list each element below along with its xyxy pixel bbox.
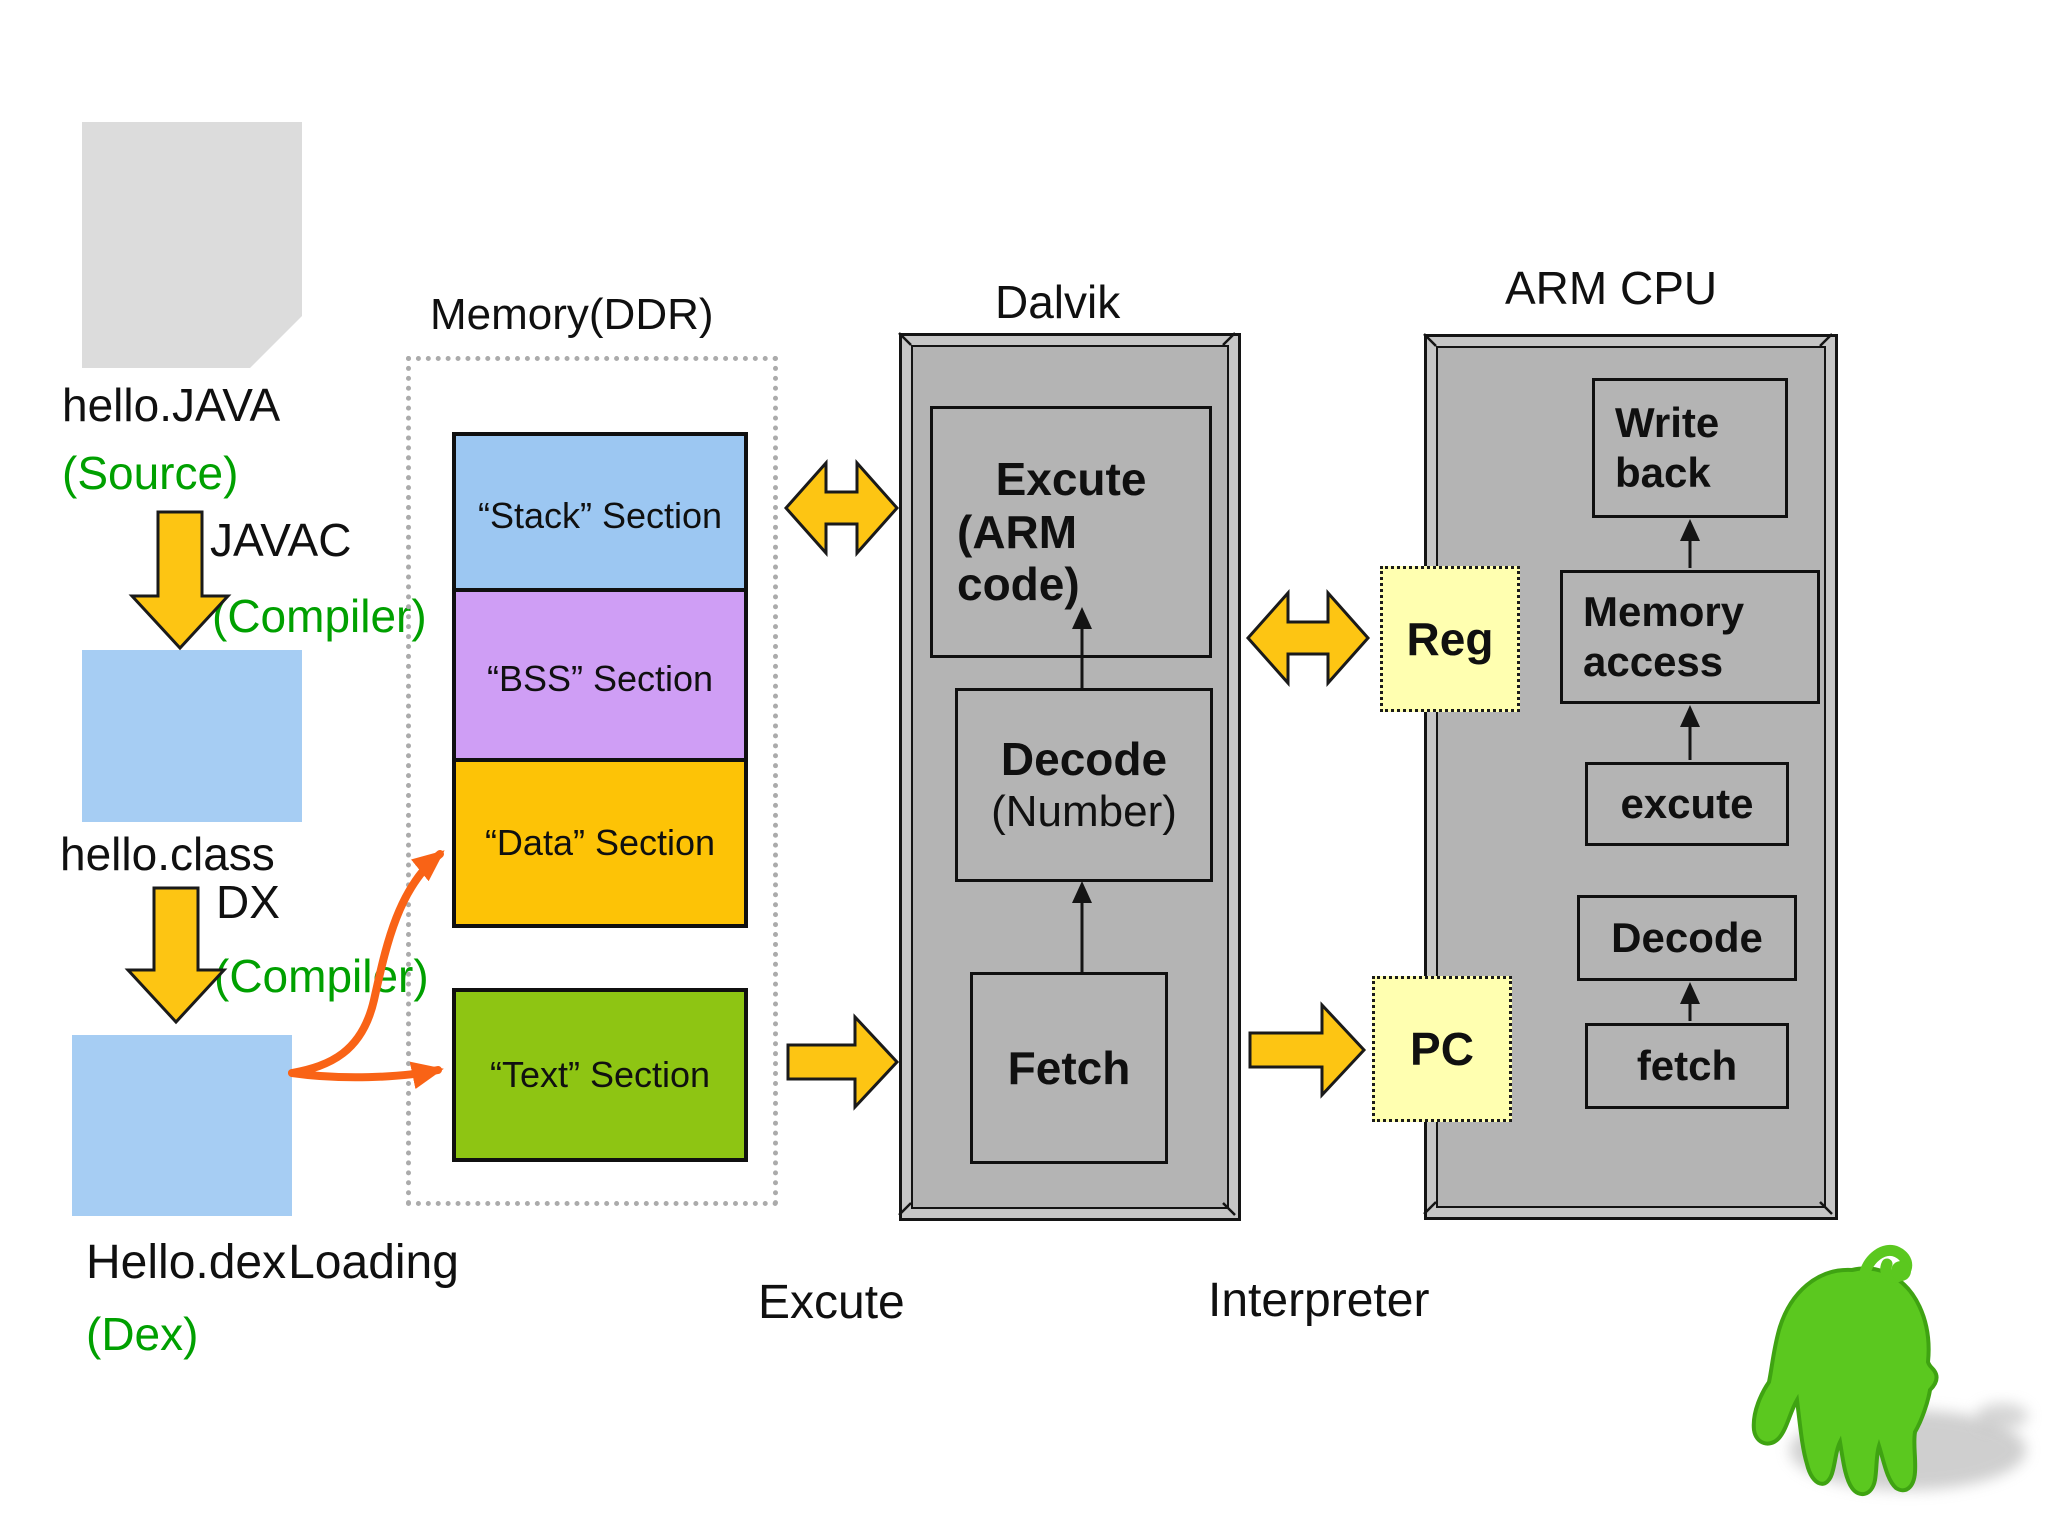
dalvik-decode-stage: Decode (Number) (955, 688, 1213, 882)
javac-tool-label: JAVAC (210, 514, 352, 566)
dx-tool-label: DX (216, 876, 280, 928)
dalvik-title: Dalvik (995, 276, 1121, 328)
dx-kind-label: (Compiler) (214, 950, 429, 1002)
cpu-title: ARM CPU (1505, 262, 1718, 314)
cpu-memory-access-stage: Memory access (1560, 570, 1820, 704)
source-file-name: hello.JAVA (62, 379, 281, 431)
cpu-writeback-line2: back (1615, 449, 1711, 496)
class-file-name: hello.class (60, 828, 275, 880)
cpu-fetch-stage: fetch (1585, 1023, 1789, 1109)
dalvik-execute-line1: Excute (995, 453, 1147, 506)
dex-file-name: Hello.dex (86, 1236, 287, 1289)
memory-section-text: “Text” Section (452, 988, 748, 1162)
dex-file-kind: (Dex) (86, 1308, 199, 1360)
text-dalvik-right-arrow-icon (786, 1013, 900, 1111)
dex-file-row: Hello.dex Loading (86, 1236, 459, 1289)
memory-section-bss: “BSS” Section (452, 588, 748, 770)
cpu-writeback-stage: Write back (1592, 378, 1788, 518)
memory-section-data: “Data” Section (452, 758, 748, 928)
interpreter-caption: Interpreter (1208, 1274, 1430, 1327)
memory-dashed-border (406, 356, 778, 1206)
class-file-shape (82, 650, 302, 822)
dalvik-decode-line1: Decode (1000, 732, 1168, 785)
cpu-decode-line1: Decode (1611, 914, 1763, 961)
reg-register-box: Reg (1380, 566, 1520, 712)
cpu-memory-access-line2: access (1583, 638, 1724, 685)
cpu-execute-line1: excute (1620, 780, 1754, 827)
memory-dalvik-double-arrow-icon (783, 459, 900, 557)
dalvik-reg-double-arrow-icon (1245, 589, 1371, 687)
pc-register-box: PC (1372, 976, 1512, 1122)
dx-down-arrow-icon (124, 886, 228, 1025)
fetch-pc-right-arrow-icon (1248, 1001, 1367, 1099)
cpu-fetch-line1: fetch (1636, 1042, 1738, 1089)
memory-section-stack: “Stack” Section (452, 432, 748, 600)
memory-title: Memory(DDR) (430, 290, 714, 339)
cpu-decode-stage: Decode (1577, 895, 1797, 981)
dalvik-decode-line2: (Number) (991, 787, 1177, 837)
dex-file-shape (72, 1035, 292, 1216)
dalvik-fetch-stage: Fetch (970, 972, 1168, 1164)
cpu-execute-stage: excute (1585, 762, 1789, 846)
javac-kind-label: (Compiler) (212, 590, 427, 642)
green-glove-icon (1751, 1245, 2028, 1497)
source-file-kind: (Source) (62, 447, 239, 499)
dalvik-execute-line2: (ARM (957, 505, 1078, 558)
cpu-writeback-line1: Write (1615, 398, 1720, 446)
loading-label: Loading (288, 1236, 459, 1289)
execute-caption: Excute (758, 1276, 905, 1329)
dalvik-execute-line3: code) (957, 558, 1080, 611)
dalvik-execute-stage: Excute (ARM code) (930, 406, 1212, 658)
cpu-memory-access-line1: Memory (1583, 587, 1745, 635)
source-file-shape (82, 122, 302, 368)
dalvik-fetch-line1: Fetch (1007, 1042, 1131, 1094)
